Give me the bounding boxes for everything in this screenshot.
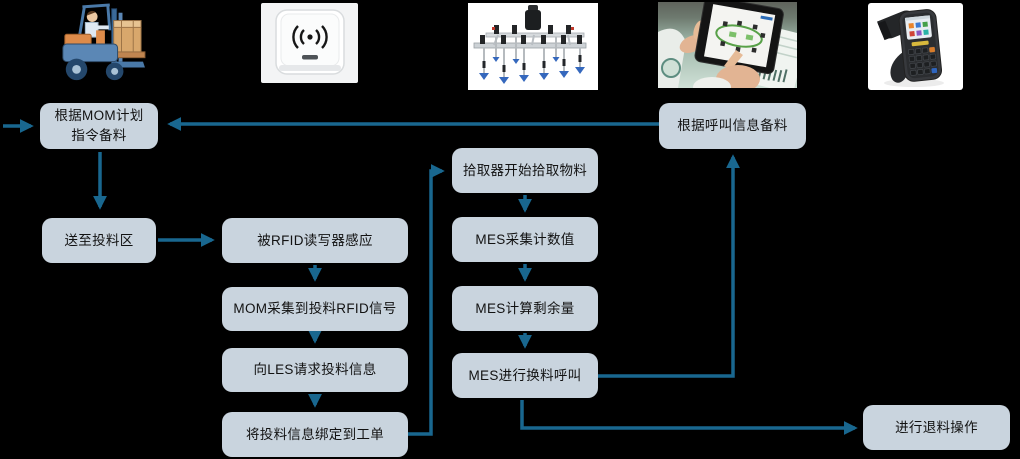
flow-node-les-request-info: 向LES请求投料信息: [222, 348, 408, 392]
flow-node-label: 指令备料: [71, 128, 127, 143]
flow-node-label: 根据呼叫信息备料: [677, 118, 788, 134]
flow-node-mom-collect-rfid: MOM采集到投料RFID信号: [222, 287, 408, 331]
arrow-call-up-to-prepare: [598, 154, 740, 378]
flow-node-label: MES采集计数值: [475, 231, 575, 247]
arrow-call-to-return: [520, 400, 858, 435]
flow-node-mes-refill-call: MES进行换料呼叫: [452, 353, 598, 398]
flow-node-label: MES计算剩余量: [475, 300, 575, 316]
arrow-bind-to-picker: [408, 164, 445, 436]
flow-node-mes-calc-remaining: MES计算剩余量: [452, 286, 598, 331]
flow-node-label: 向LES请求投料信息: [253, 362, 377, 378]
flow-node-rfid-sensed: 被RFID读写器感应: [222, 218, 408, 263]
rfid-reader-image: [261, 3, 358, 83]
flow-node-mes-collect-count: MES采集计数值: [452, 217, 598, 262]
picker-tool-image: [468, 3, 598, 90]
handheld-terminal-image: [868, 3, 963, 90]
flow-node-label: 根据MOM计划: [54, 108, 144, 124]
flow-node-return-material: 进行退料操作: [863, 405, 1010, 450]
flow-node-picker-start: 拾取器开始拾取物料: [452, 148, 598, 193]
flow-node-label: 拾取器开始拾取物料: [462, 162, 588, 178]
flow-node-label: 送至投料区: [64, 232, 134, 248]
forklift-image: [52, 1, 148, 87]
flow-node-label: 被RFID读写器感应: [257, 232, 373, 248]
tablet-mes-image: [658, 2, 797, 88]
flow-node-prepare-by-call: 根据呼叫信息备料: [659, 103, 806, 149]
flow-node-send-to-feeding-area: 送至投料区: [42, 218, 156, 263]
flow-node-label: MES进行换料呼叫: [468, 367, 582, 383]
flow-node-label: 将投料信息绑定到工单: [246, 426, 384, 442]
flow-node-prepare-by-mom-plan: 根据MOM计划 指令备料: [40, 103, 158, 149]
flow-node-label: MOM采集到投料RFID信号: [233, 301, 397, 317]
flow-node-label: 进行退料操作: [895, 419, 978, 435]
flow-node-bind-to-workorder: 将投料信息绑定到工单: [222, 412, 408, 457]
